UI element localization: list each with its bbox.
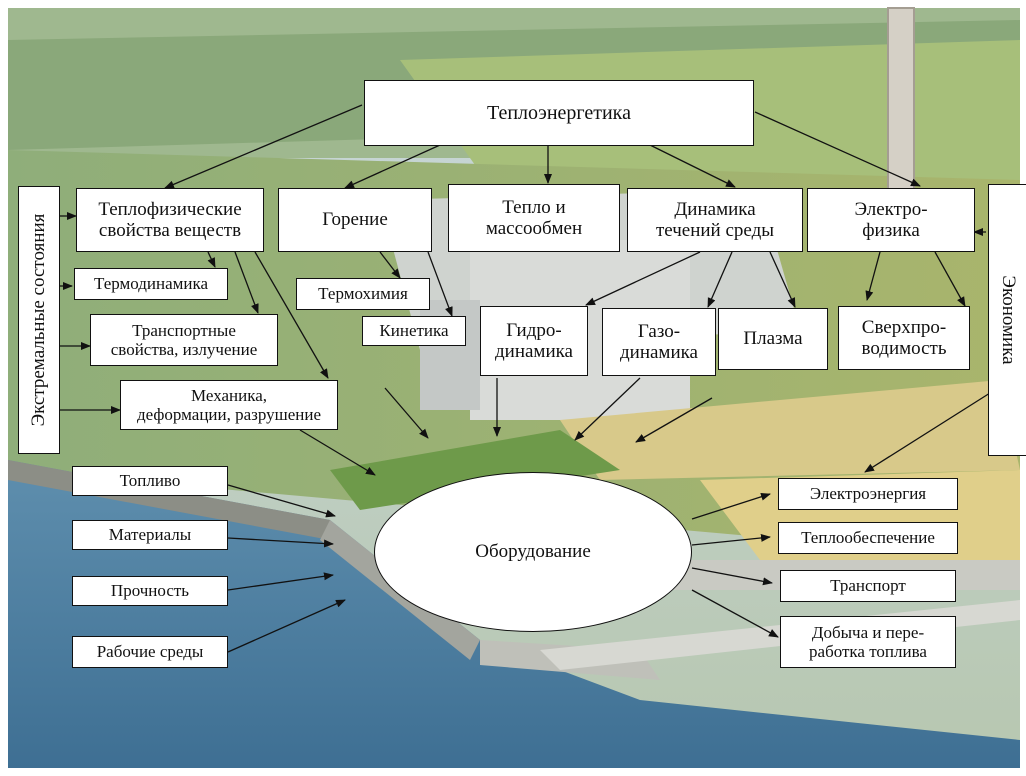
output-fuel-production: Добыча и пере- работка топлива [780, 616, 956, 668]
node-flow-dynamics-line2: течений среды [655, 220, 775, 241]
node-combustion-label: Горение [322, 209, 388, 231]
output-heat-supply-label: Теплообеспечение [801, 528, 935, 548]
input-strength-label: Прочность [110, 581, 190, 601]
node-electrophysics: Электро- физика [807, 188, 975, 252]
node-heat-mass-line2: массообмен [485, 218, 583, 239]
output-heat-supply: Теплообеспечение [778, 522, 958, 554]
node-gasdynamics-line2: динамика [619, 342, 698, 363]
node-hydrodynamics: Гидро- динамика [480, 306, 588, 376]
node-economics: Экономика [988, 184, 1026, 456]
node-thermophysical-line1: Теплофизические [98, 198, 242, 220]
node-equipment: Оборудование [374, 472, 692, 632]
node-plasma: Плазма [718, 308, 828, 370]
node-thermochemistry-label: Термохимия [318, 284, 408, 304]
node-heat-mass-line1: Тепло и [502, 196, 566, 218]
node-transport-props-line1: Транспортные [132, 320, 236, 340]
node-transport-props-line2: свойства, излучение [110, 340, 258, 359]
node-kinetics: Кинетика [362, 316, 466, 346]
input-fuel: Топливо [72, 466, 228, 496]
node-teploenergetika: Теплоэнергетика [364, 80, 754, 146]
output-transport-label: Транспорт [830, 576, 906, 596]
node-superconductivity: Сверхпро- водимость [838, 306, 970, 370]
output-electric-power: Электроэнергия [778, 478, 958, 510]
node-mechanics: Механика, деформации, разрушение [120, 380, 338, 430]
output-electric-power-label: Электроэнергия [809, 484, 927, 504]
node-hydrodynamics-line2: динамика [494, 341, 573, 362]
input-working-media-label: Рабочие среды [96, 642, 204, 662]
input-working-media: Рабочие среды [72, 636, 228, 668]
node-economics-label: Экономика [998, 275, 1019, 365]
input-materials-label: Материалы [108, 525, 192, 545]
node-thermochemistry: Термохимия [296, 278, 430, 310]
node-gasdynamics-line1: Газо- [637, 320, 681, 342]
node-superconductivity-line1: Сверхпро- [861, 316, 947, 338]
node-thermodynamics: Термодинамика [74, 268, 228, 300]
input-fuel-label: Топливо [119, 471, 181, 491]
output-fuel-production-line2: работка топлива [809, 642, 927, 661]
input-strength: Прочность [72, 576, 228, 606]
node-thermophysical-properties: Теплофизические свойства веществ [76, 188, 264, 252]
node-mechanics-line2: деформации, разрушение [136, 405, 322, 424]
node-electrophysics-line1: Электро- [854, 198, 928, 220]
node-plasma-label: Плазма [743, 328, 803, 350]
node-transport-properties: Транспортные свойства, излучение [90, 314, 278, 366]
node-thermophysical-line2: свойства веществ [98, 220, 242, 241]
node-combustion: Горение [278, 188, 432, 252]
node-kinetics-label: Кинетика [379, 321, 449, 341]
node-heat-mass-transfer: Тепло и массообмен [448, 184, 620, 252]
node-extreme-states-label: Экстремальные состояния [28, 213, 49, 427]
node-thermodynamics-label: Термодинамика [93, 274, 209, 294]
node-flow-dynamics-line1: Динамика [674, 198, 756, 220]
input-materials: Материалы [72, 520, 228, 550]
node-mechanics-line1: Механика, [190, 385, 268, 405]
node-superconductivity-line2: водимость [861, 338, 947, 359]
node-flow-dynamics: Динамика течений среды [627, 188, 803, 252]
node-hydrodynamics-line1: Гидро- [506, 319, 562, 341]
output-transport: Транспорт [780, 570, 956, 602]
node-extreme-states: Экстремальные состояния [18, 186, 60, 454]
node-teploenergetika-label: Теплоэнергетика [487, 101, 631, 124]
node-gasdynamics: Газо- динамика [602, 308, 716, 376]
output-fuel-production-line1: Добыча и пере- [811, 622, 925, 642]
node-electrophysics-line2: физика [862, 220, 920, 241]
node-equipment-label: Оборудование [475, 541, 591, 562]
